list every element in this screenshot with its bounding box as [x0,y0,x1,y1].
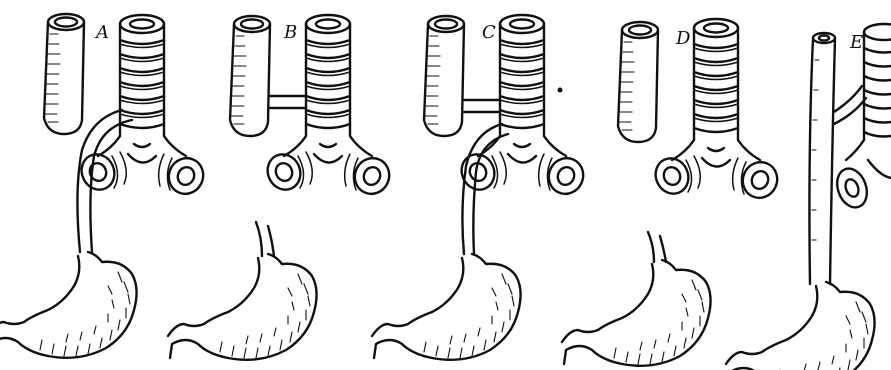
panel-a-stomach [0,252,137,358]
panel-b-stomach [168,254,317,360]
label-a: A [94,22,109,43]
panel-d-pouch [618,22,658,142]
label-b: B [283,22,297,43]
panel-b-pouch [230,16,270,136]
panel-c: C [372,15,589,360]
panel-c-stomach [372,254,521,360]
panel-d-trachea [650,19,783,203]
panel-d-stomach [562,260,711,366]
panel-a-pouch [44,14,84,134]
panel-a: A [0,14,209,358]
panel-e: E [726,24,891,370]
label-d: D [675,28,691,49]
label-c: C [482,22,496,43]
panel-d: D [562,19,783,366]
label-e: E [849,32,863,53]
panel-c-pouch [424,16,464,136]
panel-e-stomach [726,282,875,370]
panel-b: B [168,15,395,360]
